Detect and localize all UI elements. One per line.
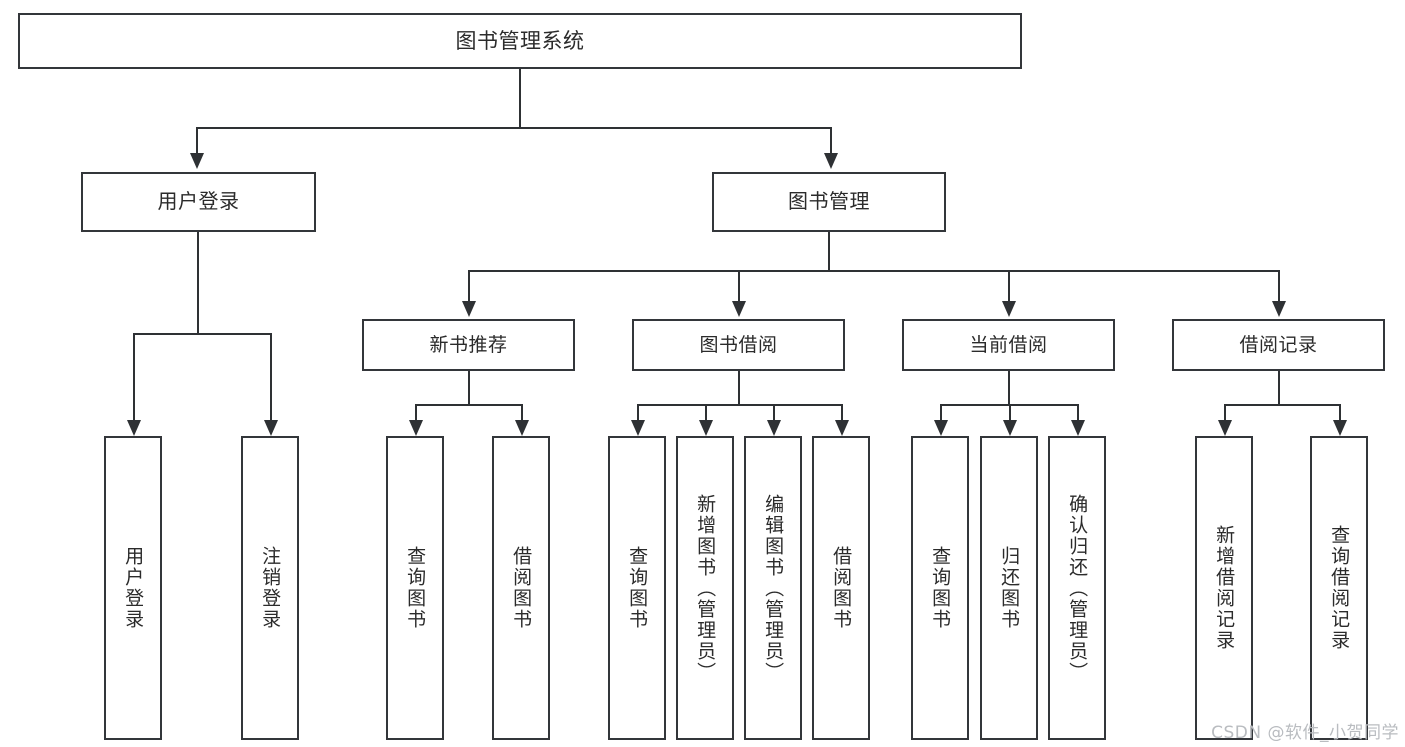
arrow-new-book-leaf-1 bbox=[409, 420, 423, 436]
node-label: 图书管理系统 bbox=[455, 28, 585, 53]
leaf-book-borrow-add-book-admin[interactable]: 新增图书（管理员） bbox=[676, 436, 734, 740]
node-label: 当前借阅 bbox=[969, 333, 1048, 356]
node-label: 借阅记录 bbox=[1239, 333, 1318, 356]
connector-current-borrow-leaf-1 bbox=[940, 404, 942, 420]
connector-user-login-leaf-2 bbox=[270, 333, 272, 420]
leaf-new-book-query-book[interactable]: 查询图书 bbox=[386, 436, 444, 740]
connector-user-login-leaf-1 bbox=[133, 333, 135, 420]
node-book-borrow[interactable]: 图书借阅 bbox=[632, 319, 845, 371]
leaf-current-borrow-return-book[interactable]: 归还图书 bbox=[980, 436, 1038, 740]
connector-user-login-drop bbox=[197, 232, 199, 333]
connector-book-management-drop bbox=[828, 232, 830, 271]
connector-current-borrow-leaf-3 bbox=[1077, 404, 1079, 420]
node-label: 新书推荐 bbox=[429, 333, 508, 356]
leaf-label: 新增图书（管理员） bbox=[694, 493, 717, 683]
arrow-root-to-user-login bbox=[190, 153, 204, 169]
arrow-book-borrow-leaf-1 bbox=[631, 420, 645, 436]
leaf-book-borrow-borrow-book[interactable]: 借阅图书 bbox=[812, 436, 870, 740]
arrow-current-borrow-leaf-2 bbox=[1003, 420, 1017, 436]
node-current-borrow[interactable]: 当前借阅 bbox=[902, 319, 1115, 371]
arrow-new-book-leaf-2 bbox=[515, 420, 529, 436]
node-book-management[interactable]: 图书管理 bbox=[712, 172, 946, 232]
connector-borrow-record-bus bbox=[1224, 404, 1341, 406]
leaf-user-login-user-login[interactable]: 用户登录 bbox=[104, 436, 162, 740]
node-label: 图书借阅 bbox=[699, 333, 778, 356]
connector-new-book-bus bbox=[415, 404, 523, 406]
arrow-borrow-record-leaf-2 bbox=[1333, 420, 1347, 436]
leaf-new-book-borrow-book[interactable]: 借阅图书 bbox=[492, 436, 550, 740]
arrow-book-borrow-leaf-4 bbox=[835, 420, 849, 436]
connector-borrow-record-drop bbox=[1278, 371, 1280, 405]
connector-root-bus bbox=[196, 127, 832, 129]
leaf-borrow-record-query-record[interactable]: 查询借阅记录 bbox=[1310, 436, 1368, 740]
leaf-label: 借阅图书 bbox=[830, 546, 853, 630]
leaf-label: 查询图书 bbox=[929, 546, 952, 630]
arrow-root-to-book-management bbox=[824, 153, 838, 169]
connector-current-borrow-leaf-2 bbox=[1009, 404, 1011, 420]
connector-bm-to-new-book bbox=[468, 270, 470, 302]
arrow-book-borrow-leaf-2 bbox=[699, 420, 713, 436]
leaf-label: 注销登录 bbox=[259, 546, 282, 630]
watermark-text: CSDN @软件_小贺同学 bbox=[1211, 723, 1399, 743]
leaf-label: 归还图书 bbox=[998, 546, 1021, 630]
leaf-label: 查询图书 bbox=[404, 546, 427, 630]
leaf-book-borrow-query-book[interactable]: 查询图书 bbox=[608, 436, 666, 740]
leaf-label: 编辑图书（管理员） bbox=[762, 493, 785, 683]
arrow-user-login-leaf-2 bbox=[264, 420, 278, 436]
connector-bm-to-current-borrow bbox=[1008, 270, 1010, 302]
connector-borrow-record-leaf-1 bbox=[1224, 404, 1226, 420]
connector-book-borrow-bus bbox=[637, 404, 843, 406]
leaf-user-login-logout[interactable]: 注销登录 bbox=[241, 436, 299, 740]
leaf-label: 查询图书 bbox=[626, 546, 649, 630]
arrow-bm-to-borrow-record bbox=[1272, 301, 1286, 317]
connector-book-management-bus bbox=[468, 270, 1279, 272]
connector-root-to-book-management bbox=[830, 127, 832, 153]
leaf-label: 用户登录 bbox=[122, 546, 145, 630]
leaf-borrow-record-add-record[interactable]: 新增借阅记录 bbox=[1195, 436, 1253, 740]
connector-book-borrow-leaf-2 bbox=[705, 404, 707, 420]
leaf-current-borrow-confirm-return-admin[interactable]: 确认归还（管理员） bbox=[1048, 436, 1106, 740]
arrow-current-borrow-leaf-1 bbox=[934, 420, 948, 436]
connector-new-book-drop bbox=[468, 371, 470, 405]
node-borrow-record[interactable]: 借阅记录 bbox=[1172, 319, 1385, 371]
node-user-login[interactable]: 用户登录 bbox=[81, 172, 316, 232]
arrow-book-borrow-leaf-3 bbox=[767, 420, 781, 436]
leaf-current-borrow-query-book[interactable]: 查询图书 bbox=[911, 436, 969, 740]
arrow-bm-to-new-book bbox=[462, 301, 476, 317]
connector-book-borrow-drop bbox=[738, 371, 740, 405]
arrow-bm-to-book-borrow bbox=[732, 301, 746, 317]
node-label: 图书管理 bbox=[788, 189, 870, 214]
node-label: 用户登录 bbox=[157, 189, 240, 214]
connector-book-borrow-leaf-1 bbox=[637, 404, 639, 420]
arrow-borrow-record-leaf-1 bbox=[1218, 420, 1232, 436]
connector-current-borrow-drop bbox=[1008, 371, 1010, 405]
arrow-bm-to-current-borrow bbox=[1002, 301, 1016, 317]
leaf-label: 新增借阅记录 bbox=[1213, 525, 1236, 651]
connector-user-login-bus bbox=[133, 333, 271, 335]
connector-bm-to-book-borrow bbox=[738, 270, 740, 302]
node-new-book-recommend[interactable]: 新书推荐 bbox=[362, 319, 575, 371]
arrow-current-borrow-leaf-3 bbox=[1071, 420, 1085, 436]
connector-bm-to-borrow-record bbox=[1278, 270, 1280, 302]
leaf-book-borrow-edit-book-admin[interactable]: 编辑图书（管理员） bbox=[744, 436, 802, 740]
leaf-label: 查询借阅记录 bbox=[1328, 525, 1351, 651]
connector-book-borrow-leaf-3 bbox=[773, 404, 775, 420]
leaf-label: 确认归还（管理员） bbox=[1066, 493, 1089, 683]
node-book-management-system[interactable]: 图书管理系统 bbox=[18, 13, 1022, 69]
connector-new-book-leaf-1 bbox=[415, 404, 417, 420]
connector-root-drop bbox=[519, 69, 521, 127]
leaf-label: 借阅图书 bbox=[510, 546, 533, 630]
arrow-user-login-leaf-1 bbox=[127, 420, 141, 436]
connector-book-borrow-leaf-4 bbox=[841, 404, 843, 420]
connector-borrow-record-leaf-2 bbox=[1339, 404, 1341, 420]
connector-root-to-user-login bbox=[196, 127, 198, 153]
connector-new-book-leaf-2 bbox=[521, 404, 523, 420]
